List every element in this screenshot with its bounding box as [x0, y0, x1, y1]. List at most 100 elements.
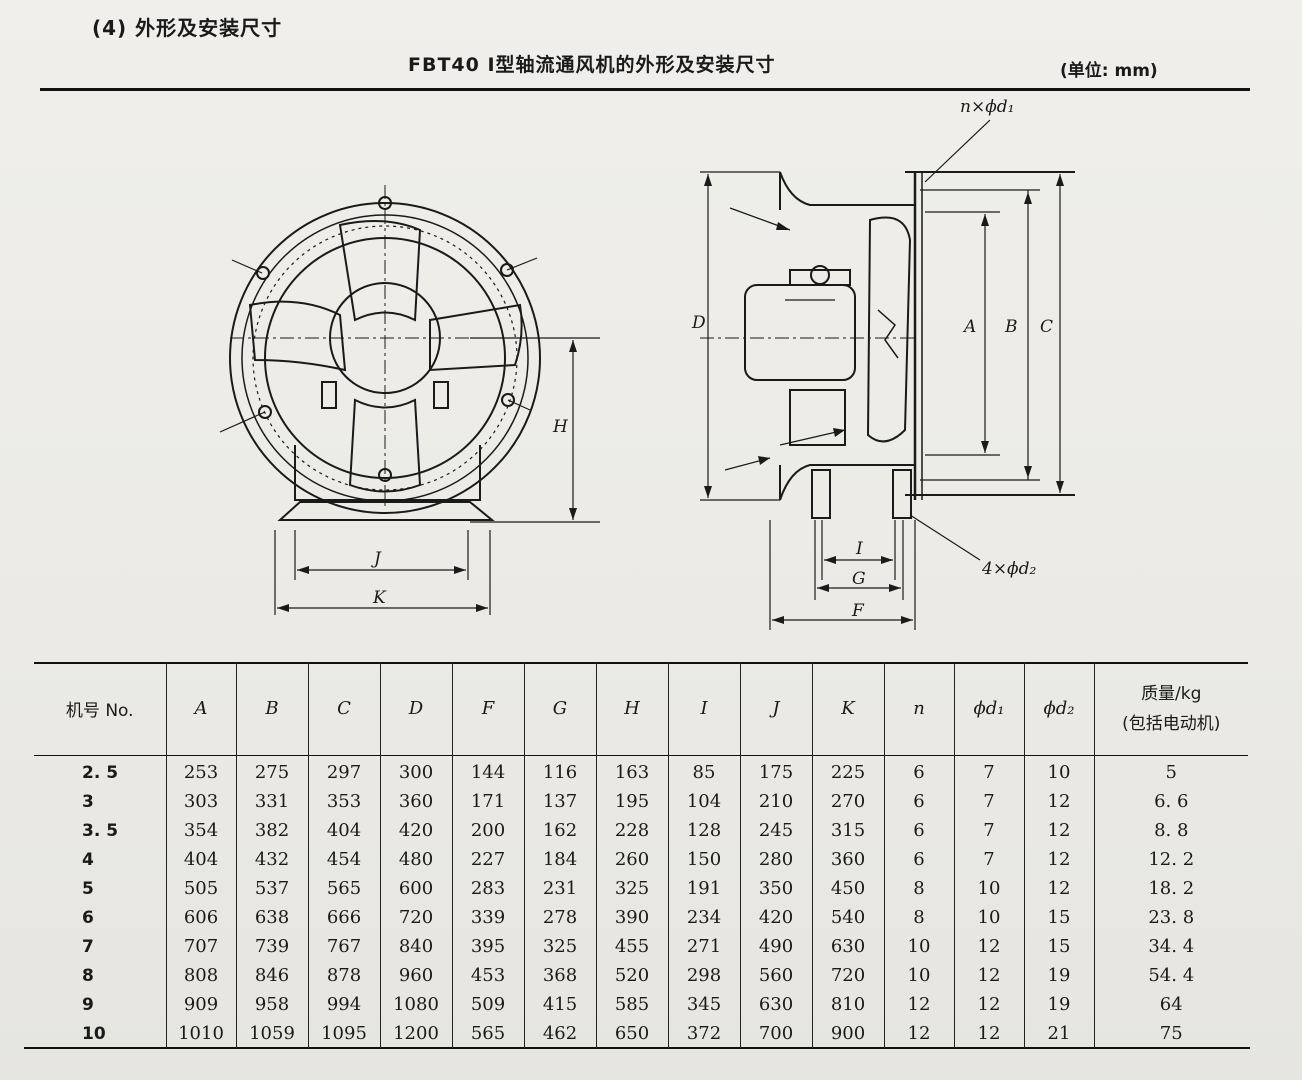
table-cell: 200 — [451, 816, 524, 845]
table-cell: 395 — [451, 932, 524, 961]
table-cell: 7 — [953, 816, 1024, 845]
table-cell: 7 — [953, 787, 1024, 816]
header-H: H — [595, 663, 668, 754]
table-cell: 325 — [523, 932, 596, 961]
label-H: H — [552, 417, 569, 437]
table-cell: 6. 6 — [1093, 787, 1248, 816]
table-cell: 372 — [667, 1019, 740, 1048]
table-cell: 12 — [953, 932, 1024, 961]
table-cell: 420 — [739, 903, 812, 932]
table-cell: 34. 4 — [1093, 932, 1248, 961]
table-cell: 234 — [667, 903, 740, 932]
header-A: A — [165, 663, 236, 754]
table-cell: 175 — [739, 754, 812, 787]
table-cell: 1010 — [165, 1019, 236, 1048]
table-cell: 540 — [811, 903, 884, 932]
table-cell: 909 — [165, 990, 236, 1019]
table-cell: 720 — [379, 903, 452, 932]
table-cell: 1059 — [235, 1019, 308, 1048]
table-cell: 6 — [883, 845, 954, 874]
table-cell: 345 — [667, 990, 740, 1019]
table-cell: 739 — [235, 932, 308, 961]
table-cell: 23. 8 — [1093, 903, 1248, 932]
table-cell: 12 — [883, 1019, 954, 1048]
label-J: J — [371, 549, 382, 569]
table-cell: 315 — [811, 816, 884, 845]
table-cell: 560 — [739, 961, 812, 990]
table-cell: 1200 — [379, 1019, 452, 1048]
table-cell: 1080 — [379, 990, 452, 1019]
table-cell: 163 — [595, 754, 668, 787]
table-cell: 565 — [451, 1019, 524, 1048]
table-cell: 85 — [667, 754, 740, 787]
table-cell: 808 — [165, 961, 236, 990]
header-B: B — [235, 663, 308, 754]
table-cell: 300 — [379, 754, 452, 787]
table-cell: 994 — [307, 990, 380, 1019]
table-cell: 390 — [595, 903, 668, 932]
table-cell: 960 — [379, 961, 452, 990]
machine-number-cell: 10 — [82, 1023, 106, 1044]
fan-drawing: J K H D A B C I G F n×ϕd₁ 4×ϕd₂ — [219, 97, 1075, 630]
table-cell: 450 — [811, 874, 884, 903]
table-cell: 6 — [883, 754, 954, 787]
table-cell: 12 — [1023, 874, 1094, 903]
table-cell: 21 — [1023, 1019, 1094, 1048]
table-cell: 404 — [307, 816, 380, 845]
table-cell: 878 — [307, 961, 380, 990]
label-B: B — [1004, 317, 1018, 337]
table-cell: 12 — [953, 1019, 1024, 1048]
table-cell: 12. 2 — [1093, 845, 1248, 874]
dimension-table: 机号 No. A B C D F G H I J K n ϕd₁ ϕd₂ 质量/… — [34, 663, 1248, 1048]
table-cell: 5 — [1093, 754, 1248, 787]
label-4-d2: 4×ϕd₂ — [981, 559, 1037, 579]
machine-number-cell: 6 — [82, 907, 94, 928]
table-cell: 191 — [667, 874, 740, 903]
table-cell: 630 — [811, 932, 884, 961]
table-cell: 104 — [667, 787, 740, 816]
table-cell: 7 — [953, 754, 1024, 787]
table-cell: 700 — [739, 1019, 812, 1048]
label-G: G — [852, 569, 866, 589]
table-cell: 455 — [595, 932, 668, 961]
table-cell: 245 — [739, 816, 812, 845]
label-n-d1: n×ϕd₁ — [960, 97, 1014, 117]
header-D: D — [379, 663, 452, 754]
table-cell: 354 — [165, 816, 236, 845]
table-cell: 585 — [595, 990, 668, 1019]
section-title: (4) 外形及安装尺寸 — [92, 16, 283, 40]
table-cell: 8 — [883, 874, 954, 903]
table-bottom-rule — [24, 1047, 1250, 1049]
table-cell: 638 — [235, 903, 308, 932]
header-d2: ϕd₂ — [1023, 663, 1094, 754]
machine-number-cell: 3. 5 — [82, 820, 119, 841]
table-cell: 297 — [307, 754, 380, 787]
machine-number-cell: 9 — [82, 994, 94, 1015]
table-cell: 600 — [379, 874, 452, 903]
table-cell: 490 — [739, 932, 812, 961]
header-K: K — [811, 663, 884, 754]
table-cell: 12 — [1023, 816, 1094, 845]
table-cell: 10 — [883, 961, 954, 990]
table-cell: 137 — [523, 787, 596, 816]
header-F: F — [451, 663, 524, 754]
table-cell: 360 — [379, 787, 452, 816]
machine-number-cell: 3 — [82, 791, 94, 812]
unit-label: (单位: mm) — [1060, 61, 1158, 81]
table-cell: 520 — [595, 961, 668, 990]
table-cell: 480 — [379, 845, 452, 874]
table-cell: 280 — [739, 845, 812, 874]
table-header-row: 机号 No. A B C D F G H I J K n ϕd₁ ϕd₂ 质量/… — [34, 663, 1248, 754]
table-cell: 195 — [595, 787, 668, 816]
table-caption: FBT40 Ⅰ型轴流通风机的外形及安装尺寸 — [408, 54, 776, 76]
header-J: J — [739, 663, 812, 754]
table-cell: 231 — [523, 874, 596, 903]
